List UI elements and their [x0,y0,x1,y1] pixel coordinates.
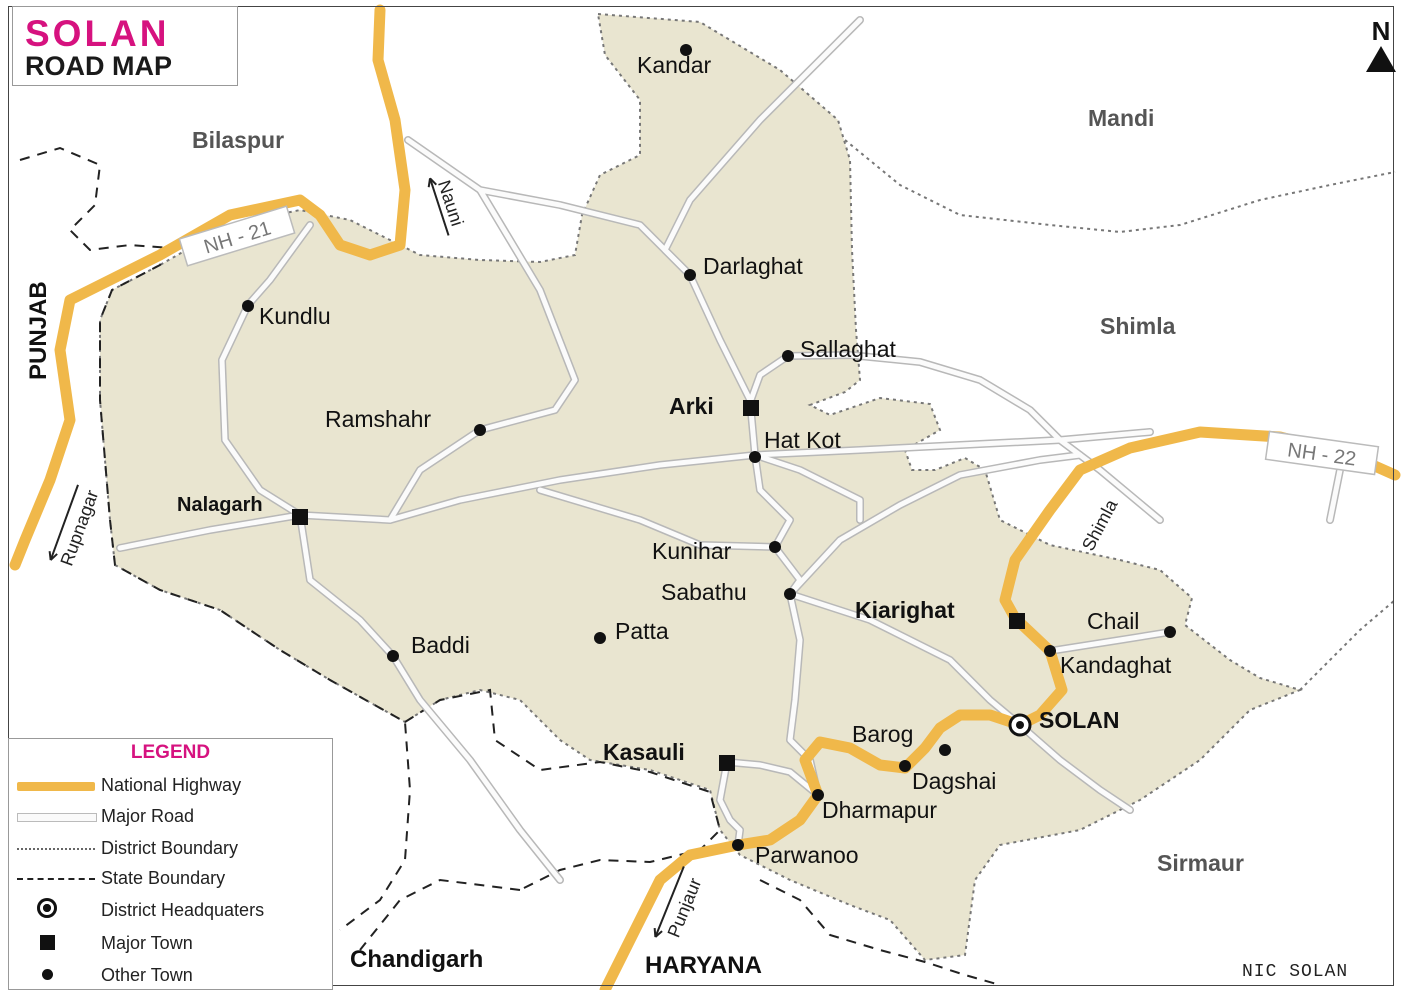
region-shimla: Shimla [1100,313,1176,339]
darlaghat-marker [684,269,696,281]
map-title: SOLAN [25,13,170,54]
legend-item-highway: National Highway [9,773,332,799]
nh-21 [9,4,411,571]
town-parwanoo: Parwanoo [755,842,859,868]
kiarighat-marker [1009,613,1025,629]
hatkot-marker [749,451,761,463]
region-labels: Bilaspur Mandi Shimla Sirmaur PUNJAB Cha… [25,105,1244,979]
district-boundary-symbol-icon [17,848,95,850]
town-dharmapur: Dharmapur [822,797,937,823]
headquarters-symbol-icon [37,898,57,918]
district-boundary-sirmaur [1299,599,1396,691]
town-baddi: Baddi [411,632,470,658]
legend-label: District Headquaters [101,900,265,920]
ramshahr-marker [474,424,486,436]
parwanoo-marker [732,839,744,851]
town-nalagarh: Nalagarh [177,494,263,516]
state-boundary-punjab [19,146,412,931]
legend-label: State Boundary [101,868,226,888]
region-haryana: HARYANA [645,952,762,979]
barog-marker [939,744,951,756]
town-patta: Patta [615,618,669,644]
town-sabathu: Sabathu [661,579,747,605]
major-town-symbol-icon [40,935,55,950]
shimla-direction: Shimla [1078,495,1122,554]
legend-item-major-road: Major Road [9,804,332,830]
town-solan: SOLAN [1039,707,1120,733]
legend-label: Major Road [101,806,195,826]
town-arki: Arki [669,393,714,419]
title-box: SOLAN ROAD MAP [12,6,238,86]
town-darlaghat: Darlaghat [703,253,803,279]
legend-title: LEGEND [130,742,211,763]
legend: LEGEND National Highway Major Road Distr… [8,738,333,990]
legend-label: District Boundary [101,838,239,858]
town-chail: Chail [1087,608,1139,634]
sabathu-marker [784,588,796,600]
legend-item-other-town: Other Town [9,963,332,989]
region-bilaspur: Bilaspur [192,127,284,153]
legend-item-state-boundary: State Boundary [9,866,332,892]
major-roads-core [117,17,1343,883]
region-punjab: PUNJAB [25,281,52,380]
arki-marker [743,400,759,416]
highway-symbol-icon [17,782,95,791]
nalagarh-marker [292,509,308,525]
rupnagar-direction: Rupnagar [48,484,102,569]
major-town-markers [292,400,1025,771]
punjaur-label: Punjaur [664,875,706,940]
town-kasauli: Kasauli [603,739,685,765]
shimla-road-label: Shimla [1078,495,1122,554]
town-kundlu: Kundlu [259,303,331,329]
kundlu-marker [242,300,254,312]
major-road-symbol-icon [17,813,97,822]
district-boundary-east [844,139,1396,234]
north-indicator: N [1364,18,1398,72]
sallaghat-marker [782,350,794,362]
baddi-marker [387,650,399,662]
town-barog: Barog [852,721,913,747]
town-kiarighat: Kiarighat [855,597,955,623]
solan-hq-marker [1008,713,1032,737]
credit-label: NIC SOLAN [1242,962,1349,982]
town-ramshahr: Ramshahr [325,406,431,432]
chail-marker [1164,626,1176,638]
legend-label: Other Town [101,965,193,985]
town-dagshai: Dagshai [912,768,996,794]
region-chandigarh: Chandigarh [350,946,483,973]
kandaghat-marker [1044,645,1056,657]
legend-label: National Highway [101,775,242,795]
town-sallaghat: Sallaghat [800,336,897,362]
patta-marker [594,632,606,644]
nh22-shield: NH - 22 [1264,430,1380,476]
state-boundary-haryana [759,879,1001,986]
region-sirmaur: Sirmaur [1157,850,1244,876]
legend-item-major-town: Major Town [9,931,332,957]
state-boundary-chandigarh-west [359,878,521,951]
dharmapur-marker [812,789,824,801]
town-kandaghat: Kandaghat [1060,652,1172,678]
legend-label: Major Town [101,933,193,953]
region-mandi: Mandi [1088,105,1154,131]
dagshai-marker [899,760,911,772]
town-labels: Kandar Darlaghat Kundlu Sallaghat Arki R… [177,52,1172,868]
town-hatkot: Hat Kot [764,427,841,453]
legend-item-headquarters: District Headquaters [9,898,332,924]
legend-item-district-boundary: District Boundary [9,836,332,862]
town-kandar: Kandar [637,52,712,78]
kunihar-marker [769,541,781,553]
north-arrow-icon [1366,46,1396,72]
state-boundary-symbol-icon [17,878,95,880]
other-town-markers [242,44,1176,851]
town-kunihar: Kunihar [652,538,732,564]
other-town-symbol-icon [42,969,53,980]
map-subtitle: ROAD MAP [25,51,172,81]
kasauli-marker [719,755,735,771]
north-letter: N [1371,16,1391,46]
kandar-marker [680,44,692,56]
